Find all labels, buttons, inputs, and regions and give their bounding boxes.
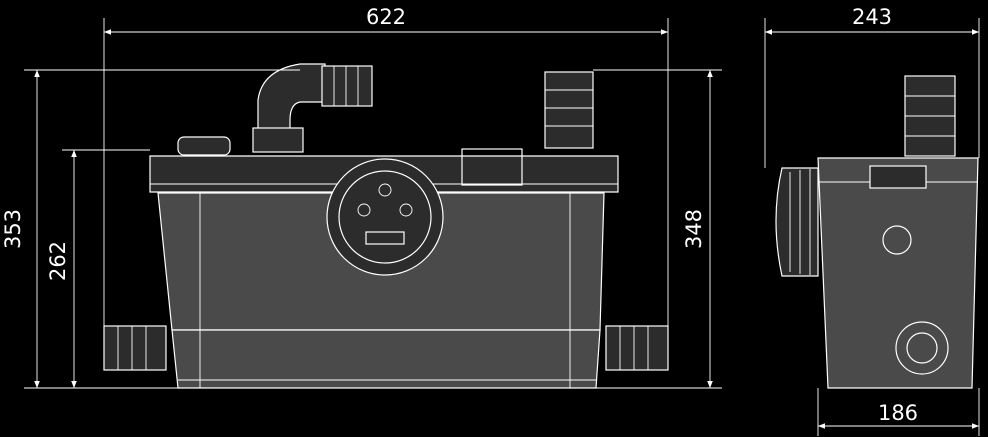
front-outlet-pipe <box>544 71 594 149</box>
front-elbow-inlet <box>257 63 326 133</box>
front-view <box>103 63 669 389</box>
front-right-inlet <box>605 325 669 371</box>
side-port-outer <box>895 321 949 375</box>
front-lid-hatch <box>461 148 523 186</box>
dim-label-body-height: 262 <box>46 241 70 281</box>
side-handle <box>869 165 927 189</box>
dim-label-base-depth: 186 <box>878 401 918 425</box>
side-bellows <box>775 167 819 277</box>
front-elbow-connector <box>321 65 373 107</box>
front-port-outer <box>326 158 444 276</box>
front-vent <box>177 136 231 156</box>
dim-label-outlet-height: 348 <box>682 209 706 249</box>
front-port-inner <box>338 170 432 264</box>
front-left-inlet <box>103 325 167 371</box>
front-elbow-collar <box>252 127 304 153</box>
side-port-inner <box>906 332 938 364</box>
side-housing <box>817 157 979 389</box>
dim-label-total-height: 353 <box>1 209 25 249</box>
dim-label-width: 622 <box>366 5 406 29</box>
side-view <box>775 75 979 389</box>
side-hole <box>882 225 912 255</box>
dim-label-depth: 243 <box>852 5 892 29</box>
front-port-latch <box>365 231 405 245</box>
front-housing-lower <box>171 329 601 389</box>
dimension-lines <box>24 18 980 436</box>
